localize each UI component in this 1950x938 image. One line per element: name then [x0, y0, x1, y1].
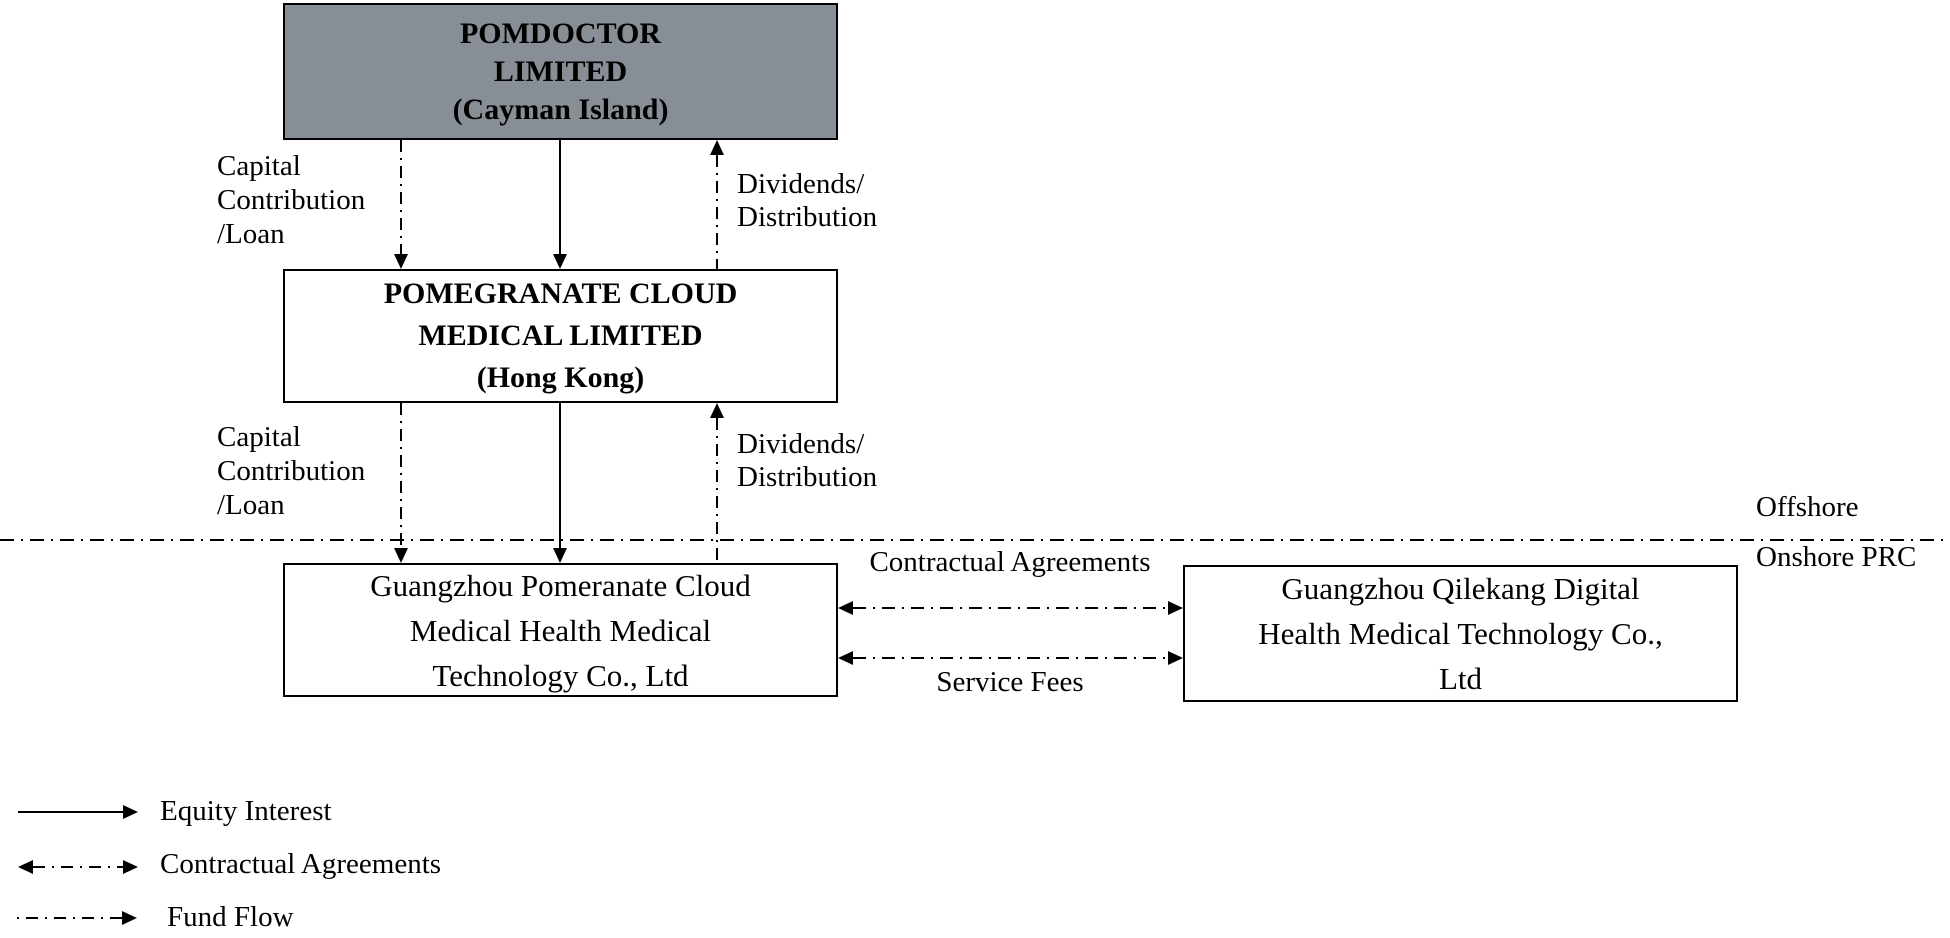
- entity-name-line: MEDICAL LIMITED: [418, 319, 703, 352]
- entity-box-guangzhou-pomeranate: Guangzhou Pomeranate Cloud Medical Healt…: [283, 563, 838, 697]
- entity-name-line: LIMITED: [493, 54, 628, 88]
- legend-label-equity-interest: Equity Interest: [160, 795, 332, 827]
- onshore-prc-region-label: Onshore PRC: [1756, 541, 1917, 573]
- legend-fund-flow-arrow: [17, 911, 137, 925]
- contractual-agreements-label: Contractual Agreements: [869, 546, 1151, 578]
- entity-name-line: Health Medical Technology Co.,: [1258, 616, 1663, 651]
- dividends-distribution-label-onshore: Dividends/ Distribution: [737, 428, 878, 493]
- offshore-region-label: Offshore: [1756, 491, 1859, 523]
- legend-label-contractual-agreements: Contractual Agreements: [160, 848, 442, 880]
- entity-box-guangzhou-qilekang: Guangzhou Qilekang Digital Health Medica…: [1183, 565, 1738, 702]
- legend-contractual-agreements-arrow: [18, 860, 138, 874]
- capital-contribution-loan-label-onshore: Capital Contribution /Loan: [217, 421, 366, 521]
- capital-contribution-loan-label-offshore: Capital Contribution /Loan: [217, 150, 366, 250]
- capital-contribution-fund-flow-arrow-top: [394, 140, 408, 269]
- dividends-fund-flow-arrow-top: [710, 140, 724, 269]
- entity-name-line: Technology Co., Ltd: [432, 657, 689, 693]
- entity-name-line: POMEGRANATE CLOUD: [383, 277, 738, 310]
- entity-jurisdiction: (Cayman Island): [452, 92, 669, 126]
- contractual-agreements-arrow: [838, 601, 1183, 615]
- entity-name-line: POMDOCTOR: [459, 16, 662, 50]
- service-fees-label: Service Fees: [936, 666, 1084, 698]
- legend-label-fund-flow: Fund Flow: [167, 901, 294, 933]
- equity-interest-arrow-top: [553, 140, 567, 269]
- entity-name-line: Ltd: [1438, 661, 1483, 696]
- entity-box-pomdoctor-limited: POMDOCTOR LIMITED (Cayman Island): [283, 3, 838, 140]
- entity-jurisdiction: (Hong Kong): [476, 361, 645, 394]
- dividends-distribution-label-offshore: Dividends/ Distribution: [737, 168, 878, 233]
- entity-name-line: Medical Health Medical: [409, 612, 712, 648]
- entity-name-line: Guangzhou Qilekang Digital: [1281, 571, 1640, 606]
- entity-box-pomegranate-cloud-medical: POMEGRANATE CLOUD MEDICAL LIMITED (Hong …: [283, 269, 838, 403]
- dividends-fund-flow-arrow-bottom: [710, 403, 724, 563]
- capital-contribution-fund-flow-arrow-bottom: [394, 403, 408, 563]
- legend-equity-interest-arrow: [18, 805, 138, 819]
- equity-interest-arrow-bottom: [553, 403, 567, 563]
- entity-name-line: Guangzhou Pomeranate Cloud: [370, 567, 751, 603]
- service-fees-arrow: [838, 651, 1183, 665]
